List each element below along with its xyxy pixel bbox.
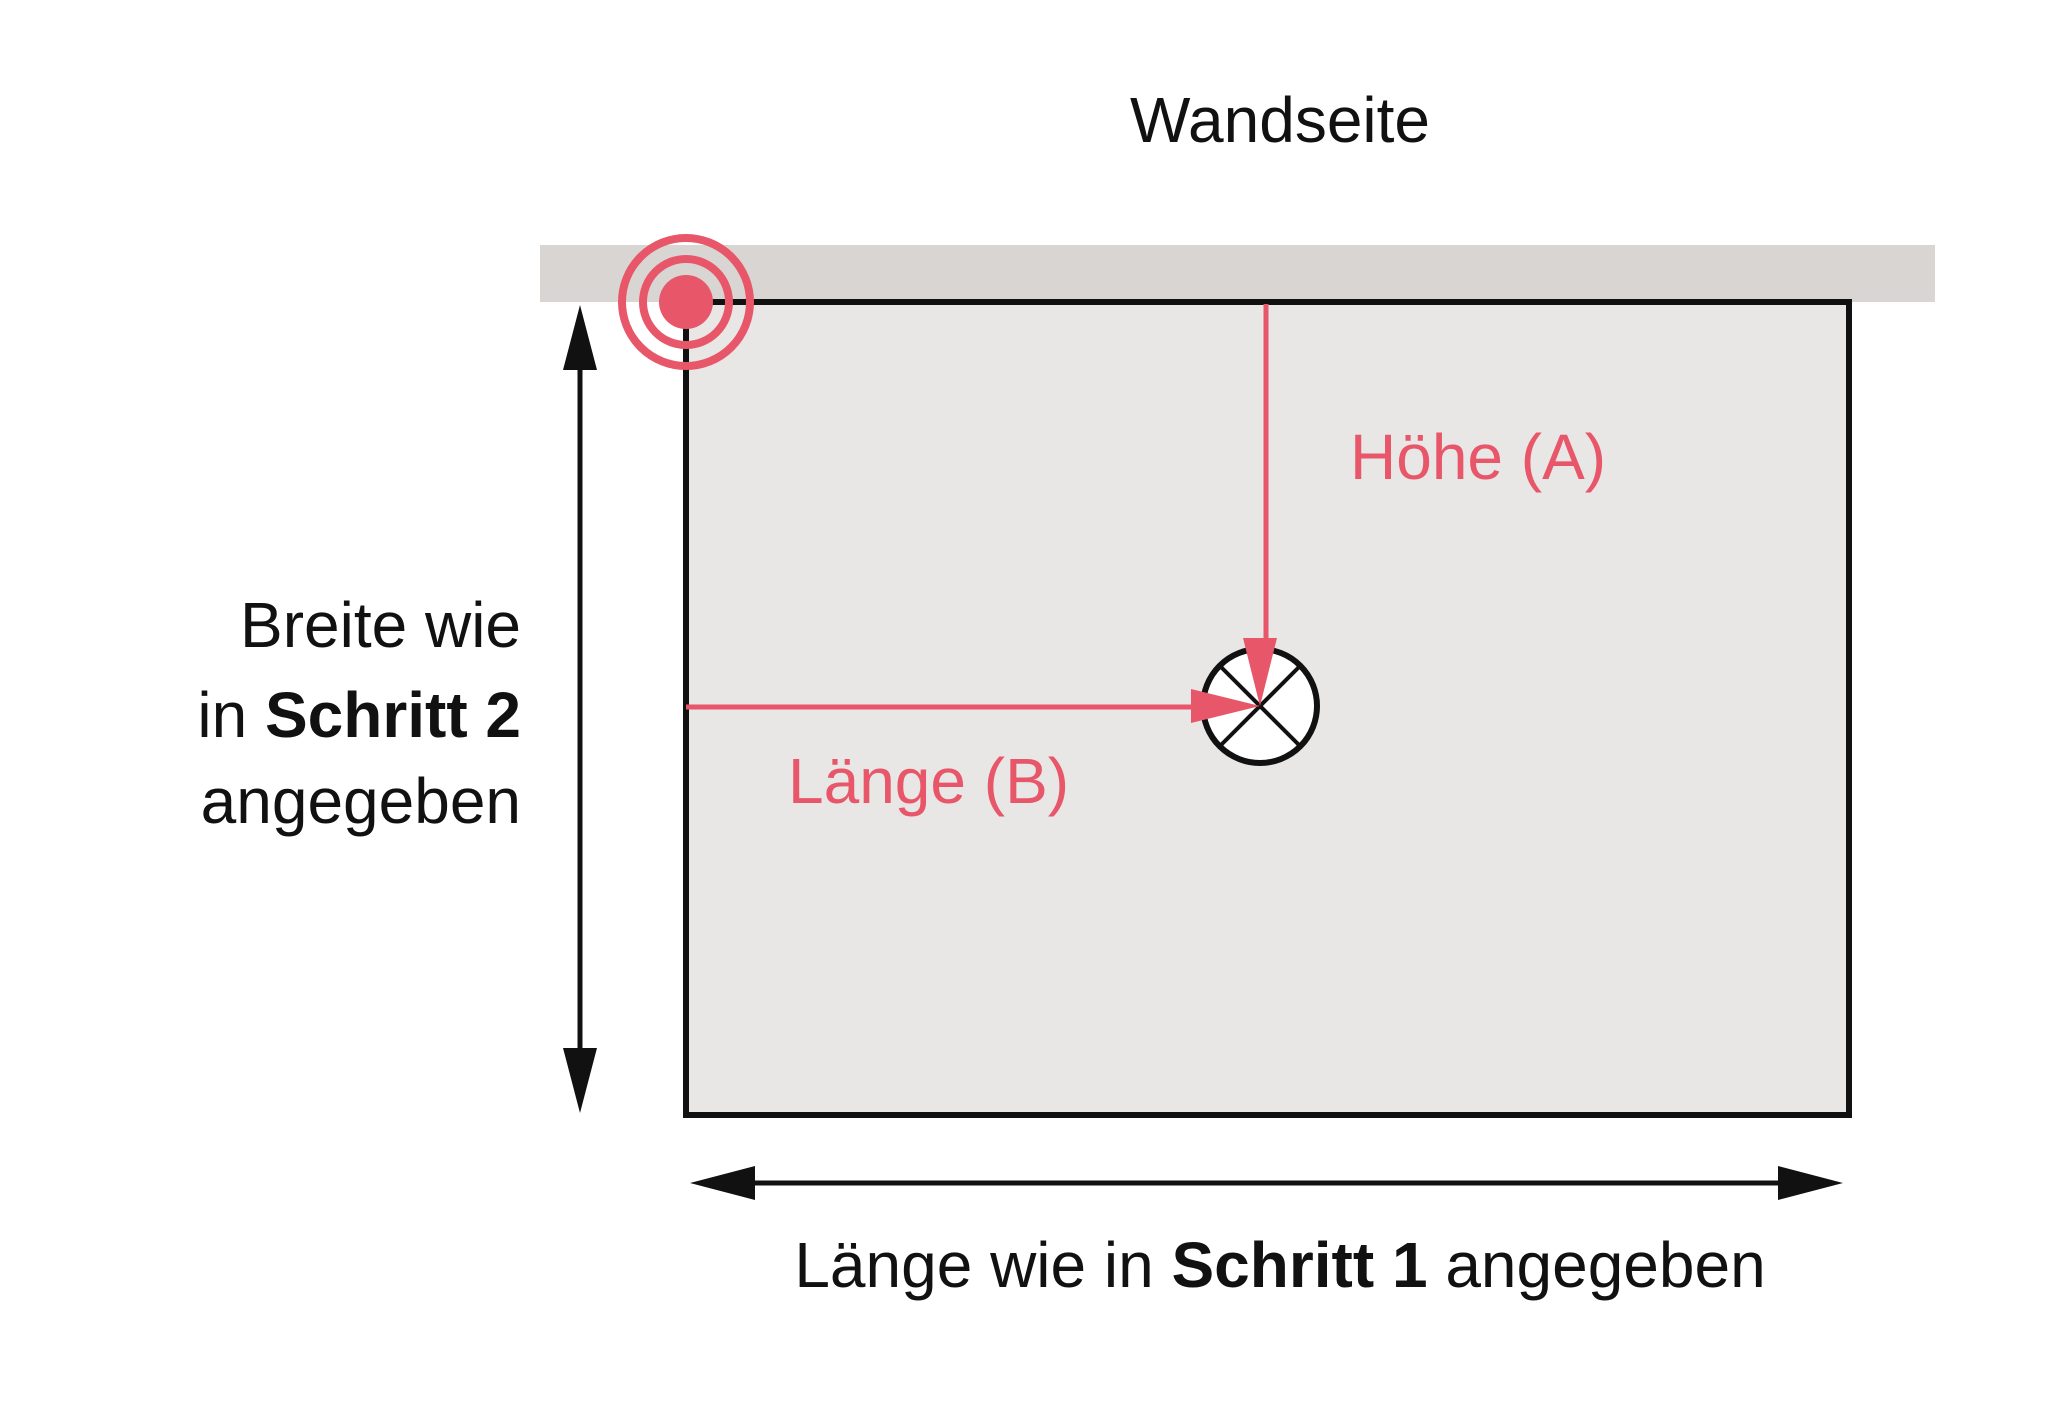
origin-target-icon <box>618 234 754 370</box>
length-arrowhead <box>1191 689 1260 723</box>
width-note-line1: Breite wie <box>240 589 521 661</box>
length-note: Länge wie in Schritt 1 angegeben <box>794 1229 1765 1301</box>
wall-side-label: Wandseite <box>1130 84 1430 156</box>
height-arrowhead <box>1243 638 1277 706</box>
width-dimension-arrow <box>563 305 597 1113</box>
length-b-label: Länge (B) <box>788 745 1069 817</box>
width-note-line3: angegeben <box>201 765 521 837</box>
width-note-line2: in Schritt 2 <box>197 679 521 751</box>
width-note: Breite wie in Schritt 2 angegeben <box>197 589 521 837</box>
wall <box>540 245 1935 302</box>
height-a-label: Höhe (A) <box>1350 421 1606 493</box>
length-dimension-arrow <box>690 1166 1843 1200</box>
